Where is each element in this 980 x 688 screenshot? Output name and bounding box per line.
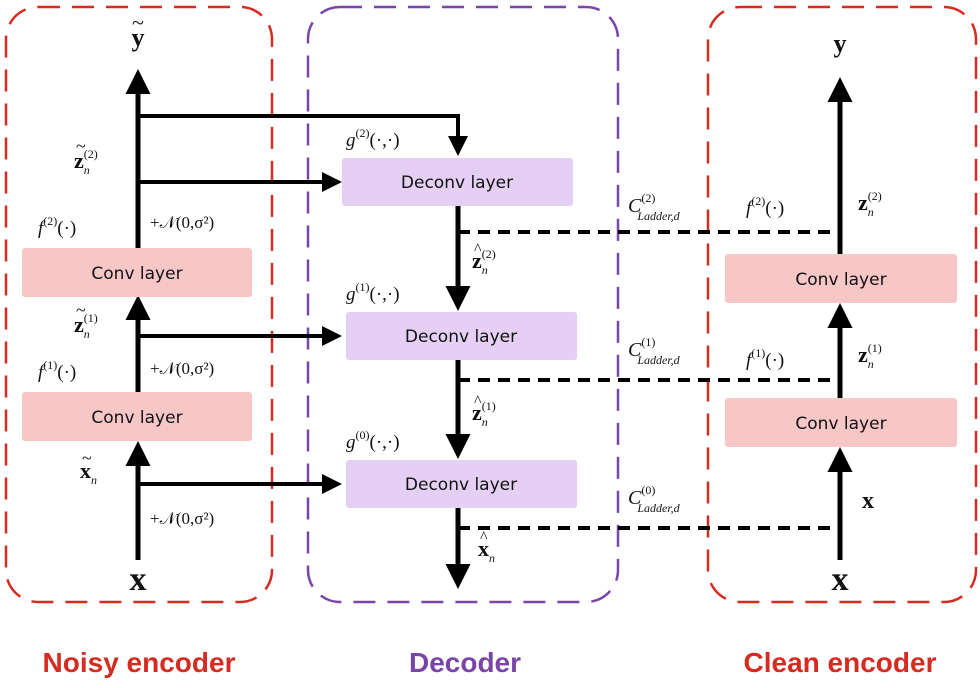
ladder-c1-label: C(1)Ladder,d bbox=[628, 335, 681, 367]
noisy-z2-tilde: ~ bbox=[76, 136, 86, 156]
clean-encoder-frame bbox=[706, 5, 978, 604]
noisy-xn-tilde: ~ bbox=[82, 448, 92, 468]
clean-z2-label: z(2)n bbox=[858, 189, 882, 219]
decoder-zhat1-label: z(1)n bbox=[472, 399, 496, 429]
noisy-z1-tilde: ~ bbox=[76, 300, 86, 320]
clean-output-y: y bbox=[834, 29, 847, 58]
clean-encoder-title: Clean encoder bbox=[744, 647, 937, 678]
clean-input-x: x bbox=[832, 561, 849, 598]
noisy-conv-layer-2-label: Conv layer bbox=[91, 264, 182, 284]
decoder-frame bbox=[306, 5, 620, 604]
clean-f1-label: f(1)(·) bbox=[746, 346, 784, 371]
clean-conv-layer-2-label: Conv layer bbox=[795, 270, 886, 290]
decoder-title: Decoder bbox=[409, 647, 521, 678]
decoder-g2-label: g(2)(·,·) bbox=[346, 126, 400, 151]
ladder-c2-label: C(2)Ladder,d bbox=[628, 191, 681, 223]
deconv-layer-1-label: Deconv layer bbox=[405, 327, 517, 347]
lateral-y-to-decoder-top bbox=[138, 114, 468, 156]
noisy-output-y: y bbox=[132, 23, 145, 52]
noisy-conv-layer-1-label: Conv layer bbox=[91, 408, 182, 428]
noisy-f2-label: f(2)(·) bbox=[38, 214, 76, 239]
noisy-noise-1: +𝒩(0,σ²) bbox=[150, 359, 214, 378]
decoder-zhat1-hat: ^ bbox=[474, 393, 482, 410]
clean-z1-label: z(1)n bbox=[858, 341, 882, 371]
deconv-layer-1 bbox=[346, 312, 577, 360]
noisy-conv-layer-2 bbox=[22, 248, 252, 297]
clean-f2-label: f(2)(·) bbox=[746, 194, 784, 219]
deconv-layer-0 bbox=[346, 460, 577, 508]
decoder-g1-label: g(1)(·,·) bbox=[346, 280, 400, 305]
decoder-zhat2-hat: ^ bbox=[474, 241, 482, 258]
ladder-c0-label: C(0)Ladder,d bbox=[628, 483, 681, 515]
deconv-layer-2 bbox=[342, 158, 573, 206]
noisy-input-x: x bbox=[130, 561, 147, 598]
noisy-encoder-title: Noisy encoder bbox=[43, 647, 236, 678]
decoder-xhat-label: xn bbox=[478, 536, 495, 565]
noisy-z1-label: z(1)n bbox=[74, 311, 98, 341]
clean-mid-x: x bbox=[862, 488, 874, 514]
noisy-conv-layer-1 bbox=[22, 392, 252, 441]
noisy-noise-2: +𝒩(0,σ²) bbox=[150, 213, 214, 232]
noisy-encoder-frame bbox=[4, 5, 274, 604]
noisy-noise-0: +𝒩(0,σ²) bbox=[150, 509, 214, 528]
decoder-xhat-hat: ^ bbox=[480, 529, 488, 546]
decoder-g0-label: g(0)(·,·) bbox=[346, 428, 400, 453]
deconv-layer-0-label: Deconv layer bbox=[405, 475, 517, 495]
clean-conv-layer-1 bbox=[725, 398, 957, 447]
noisy-xn-label: xn bbox=[80, 458, 97, 487]
deconv-layer-2-label: Deconv layer bbox=[401, 173, 513, 193]
noisy-z2-label: z(2)n bbox=[74, 147, 98, 177]
clean-conv-layer-1-label: Conv layer bbox=[795, 414, 886, 434]
noisy-output-tilde: ~ bbox=[132, 10, 144, 35]
noisy-f1-label: f(1)(·) bbox=[38, 358, 76, 383]
clean-conv-layer-2 bbox=[725, 254, 957, 303]
decoder-zhat2-label: z(2)n bbox=[472, 247, 496, 277]
